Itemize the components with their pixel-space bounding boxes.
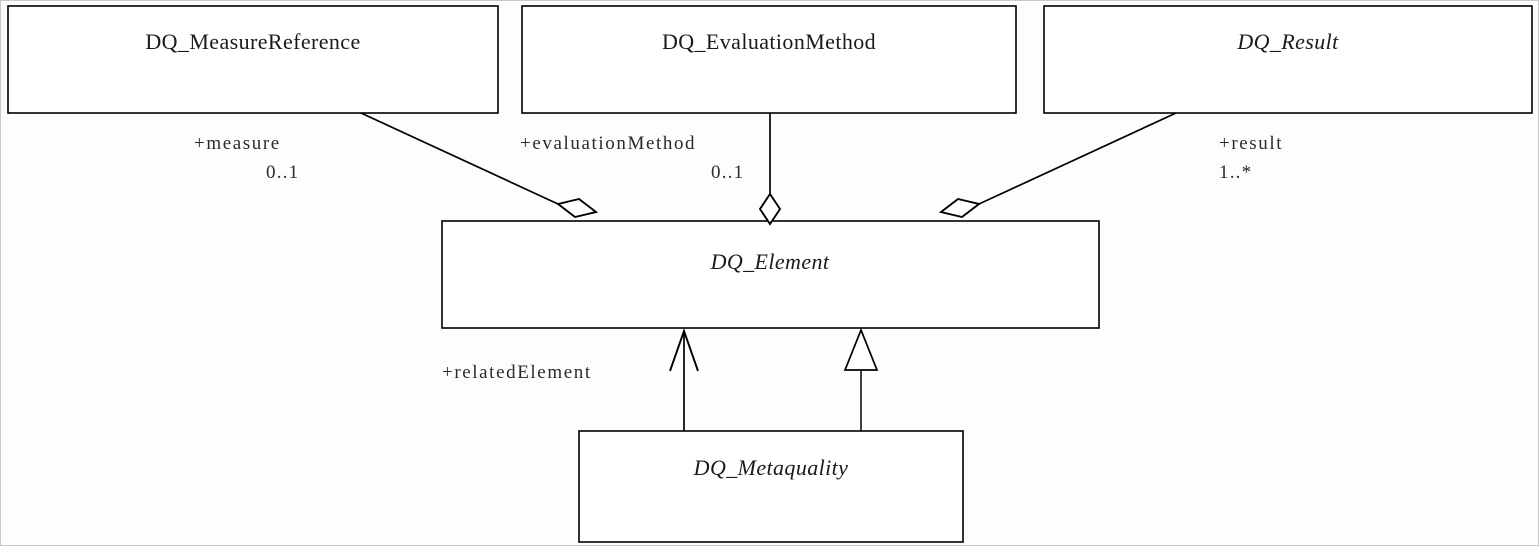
association-result[interactable]: +result 1..* bbox=[938, 112, 1283, 219]
class-name-label: DQ_Result bbox=[1236, 29, 1339, 54]
association-multiplicity-label: 1..* bbox=[1219, 162, 1252, 183]
class-box-dq-element[interactable]: DQ_Element bbox=[441, 220, 1100, 329]
class-box-rect[interactable] bbox=[521, 5, 1017, 114]
association-related-element[interactable]: +relatedElement bbox=[442, 328, 699, 431]
class-box-dq-measurereference[interactable]: DQ_MeasureReference bbox=[7, 5, 499, 114]
class-box-rect[interactable] bbox=[578, 430, 964, 543]
association-role-label: +relatedElement bbox=[442, 362, 592, 383]
open-arrowhead-icon bbox=[669, 328, 699, 372]
association-multiplicity-label: 0..1 bbox=[266, 162, 299, 183]
aggregation-diamond-icon bbox=[938, 197, 982, 219]
class-name-label: DQ_Element bbox=[710, 249, 830, 274]
association-role-label: +measure bbox=[194, 133, 281, 154]
aggregation-diamond-icon bbox=[758, 192, 782, 226]
generalization-triangle-icon bbox=[843, 327, 879, 371]
class-box-rect[interactable] bbox=[441, 220, 1100, 329]
class-name-label: DQ_EvaluationMethod bbox=[662, 29, 876, 54]
class-box-rect[interactable] bbox=[1043, 5, 1533, 114]
class-box-dq-evaluationmethod[interactable]: DQ_EvaluationMethod bbox=[521, 5, 1017, 114]
generalization-metaquality-element[interactable] bbox=[843, 327, 879, 431]
association-line[interactable] bbox=[360, 112, 559, 205]
association-measure[interactable]: +measure 0..1 bbox=[194, 112, 599, 219]
class-box-dq-metaquality[interactable]: DQ_Metaquality bbox=[578, 430, 964, 543]
association-role-label: +evaluationMethod bbox=[520, 133, 696, 154]
association-evaluation-method[interactable]: +evaluationMethod 0..1 bbox=[520, 113, 782, 226]
class-name-label: DQ_MeasureReference bbox=[145, 29, 360, 54]
class-name-label: DQ_Metaquality bbox=[693, 455, 849, 480]
association-multiplicity-label: 0..1 bbox=[711, 162, 744, 183]
class-box-rect[interactable] bbox=[7, 5, 499, 114]
class-box-dq-result[interactable]: DQ_Result bbox=[1043, 5, 1533, 114]
association-role-label: +result bbox=[1219, 133, 1283, 154]
association-line[interactable] bbox=[978, 112, 1177, 205]
aggregation-diamond-icon bbox=[555, 197, 599, 219]
